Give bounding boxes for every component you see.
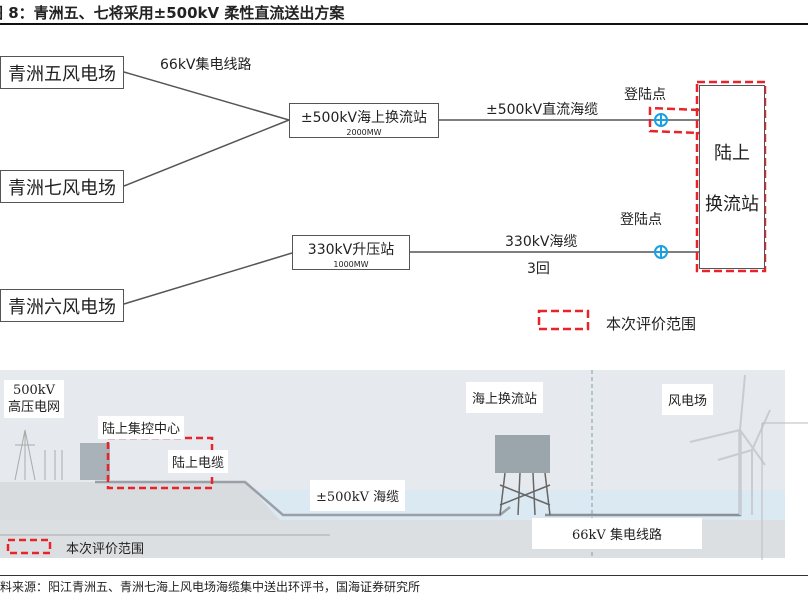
offshore-converter-bottom-label: 海上换流站 xyxy=(466,382,544,413)
line-farm6 xyxy=(123,252,293,305)
land xyxy=(0,482,280,520)
ac-cable-circuits: 3回 xyxy=(527,261,550,277)
legend-dashed-swatch xyxy=(537,309,590,331)
footer-divider xyxy=(0,575,808,576)
grid-label-name: 高压电网 xyxy=(8,400,61,415)
figure-title: 图 8：青洲五、七将采用±500kV 柔性直流送出方案 xyxy=(0,4,345,22)
grid-label-voltage: 500kV xyxy=(12,383,56,398)
legend-bottom-label: 本次评价范围 xyxy=(66,542,145,557)
wind-farm-label: 风电场 xyxy=(662,384,714,415)
booster-label: 330kV升压站 xyxy=(307,242,395,258)
offshore-transmission-illustration xyxy=(0,370,808,560)
grid-label: 500kV 高压电网 xyxy=(4,380,65,418)
scope-dashed-onshore xyxy=(695,80,767,273)
ac-cable-label: 330kV海缆 xyxy=(505,234,578,250)
dc-cable-label: ±500kV直流海缆 xyxy=(486,102,599,118)
offshore-converter-box: ±500kV海上换流站 2000MW xyxy=(289,103,439,138)
onshore-converter-label-1: 陆上 xyxy=(714,142,750,164)
title-divider xyxy=(0,23,808,25)
collector-bottom-label: 66kV 集电线路 xyxy=(532,518,702,549)
connection-lines xyxy=(123,71,767,331)
offshore-converter-capacity: 2000MW xyxy=(346,128,382,137)
source-note: 资料来源：阳江青洲五、青洲七海上风电场海缆集中送出环评书，国海证券研究所 xyxy=(0,580,421,594)
line-farm5 xyxy=(123,71,290,121)
booster-station-box: 330kV升压站 1000MW xyxy=(292,235,410,270)
onshore-converter-box: 陆上 换流站 xyxy=(699,85,765,269)
cable-line xyxy=(95,480,511,517)
onshore-converter-label-2: 换流站 xyxy=(705,193,759,215)
legend-label: 本次评价范围 xyxy=(606,315,697,333)
farm-box-6: 青洲六风电场 xyxy=(0,289,124,322)
farm-box-7: 青洲七风电场 xyxy=(0,170,124,203)
offshore-converter-label: ±500kV海上换流站 xyxy=(300,110,428,126)
legend-dashed-swatch-bottom xyxy=(6,538,52,555)
control-center-label: 陆上集控中心 xyxy=(98,416,185,439)
landing-label-2: 登陆点 xyxy=(620,212,662,228)
landing-label-1: 登陆点 xyxy=(624,87,666,103)
scope-dashed-landing xyxy=(648,106,700,135)
offshore-converter-platform xyxy=(495,435,551,516)
sea-cable-label: ±500kV 海缆 xyxy=(310,480,406,511)
land-cable-label: 陆上电缆 xyxy=(168,450,229,473)
farm-box-5: 青洲五风电场 xyxy=(0,56,124,89)
wind-turbine-icon xyxy=(689,374,771,515)
collector-label: 66kV集电线路 xyxy=(160,57,252,73)
booster-capacity: 1000MW xyxy=(333,260,369,269)
line-farm7 xyxy=(123,119,290,187)
pylon-icon xyxy=(14,429,63,481)
control-center-building xyxy=(80,443,110,480)
